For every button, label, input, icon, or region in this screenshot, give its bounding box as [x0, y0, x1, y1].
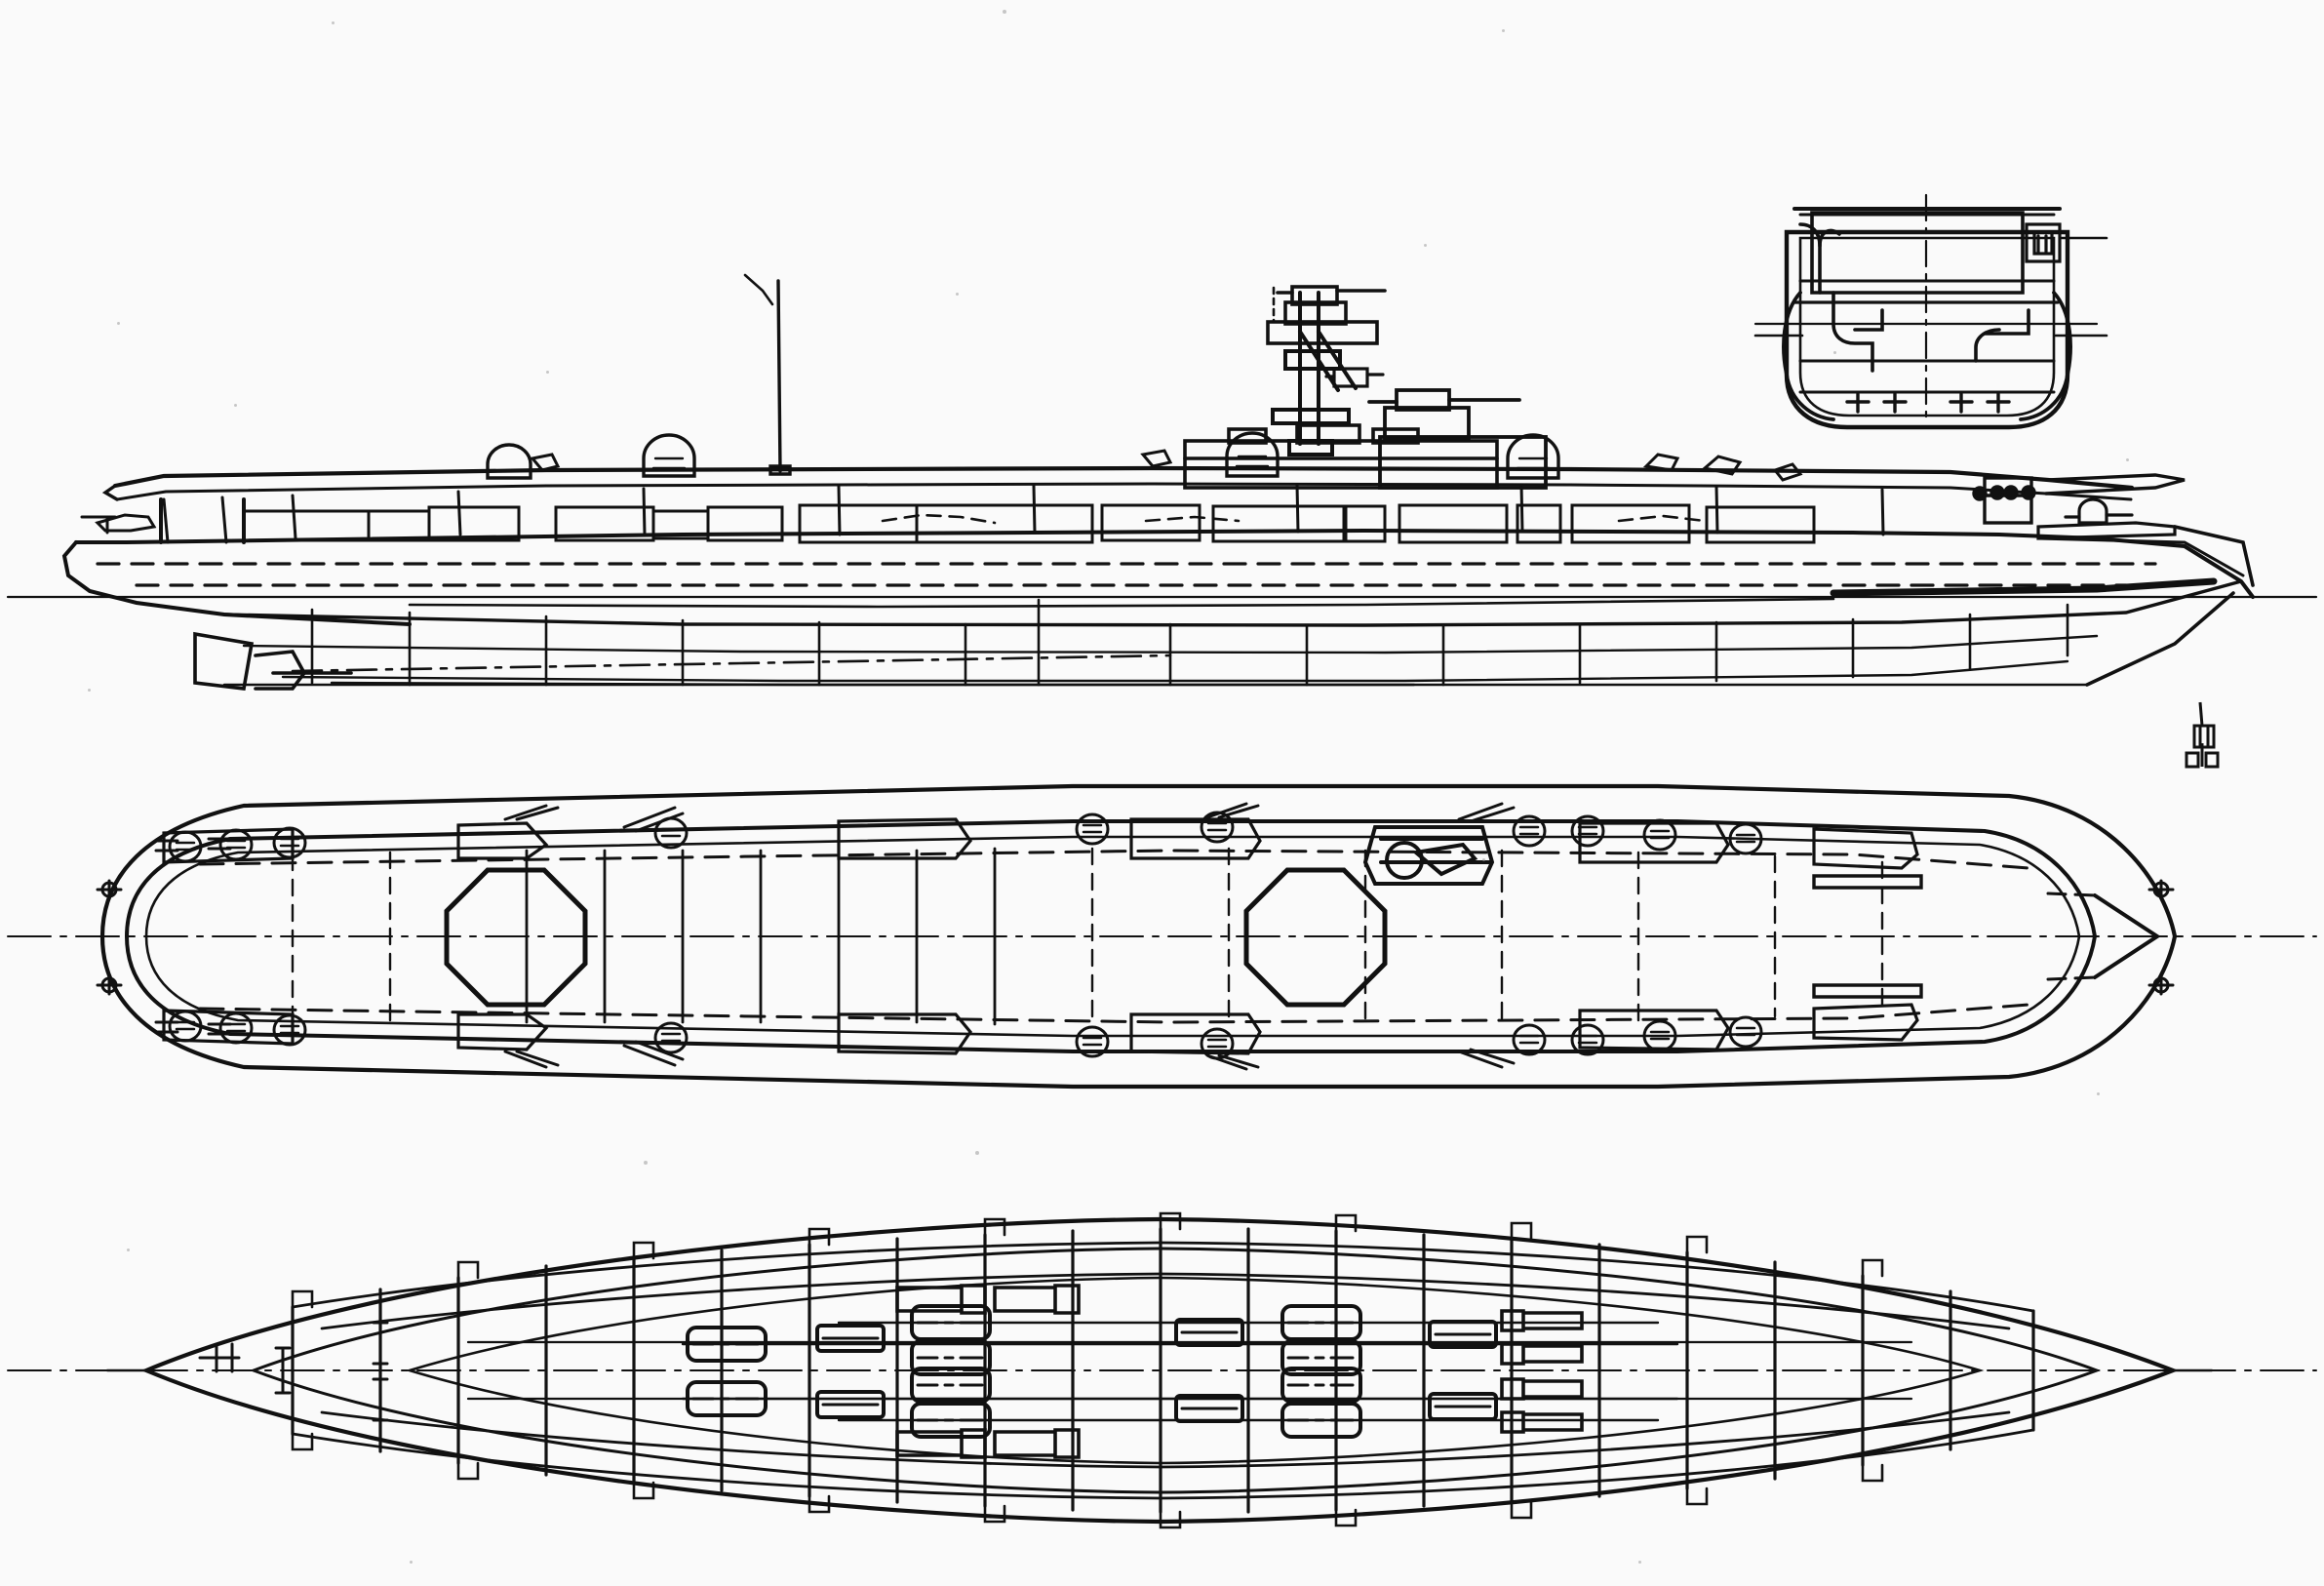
- scan-speckle: [88, 689, 91, 692]
- radio-mast: [768, 279, 792, 476]
- hull-bottom-line: [222, 579, 2243, 627]
- stern-deckhouse: [159, 497, 246, 544]
- flight-deck-lower: [115, 482, 2133, 501]
- lower-hull-inner-1: [249, 1247, 2102, 1494]
- arrester-wires: [525, 847, 997, 1026]
- section-sponson-detail: [2025, 222, 2062, 263]
- funnel-casing: [1367, 388, 1548, 490]
- bow-bulwark: [2036, 536, 2245, 577]
- longitudinal-bulkheads: [291, 1241, 2035, 1500]
- deck-edge-tubs: [486, 431, 1560, 480]
- scan-speckle: [956, 293, 959, 296]
- boot-topping: [1830, 577, 2218, 597]
- stern-boat-crane: [95, 513, 157, 533]
- scan-speckle: [410, 1561, 413, 1564]
- section-uptakes: [1798, 222, 2030, 373]
- underwater-station-lines: [310, 598, 2069, 687]
- hull-stern-curve: [61, 540, 412, 626]
- propeller-shaft-line: [291, 654, 1172, 673]
- section-leader-lines: [1753, 236, 2108, 337]
- flight-deck-outline-plan: [124, 819, 2098, 1053]
- scan-speckle: [1638, 1561, 1641, 1564]
- plan-bow-point: [2093, 893, 2161, 979]
- section-bulge-port: [1782, 291, 1835, 421]
- view-flight-deck-plan: [7, 783, 2317, 1090]
- boot-topping-aft: [408, 597, 1835, 609]
- island-plan: [1362, 825, 1495, 886]
- tub-detail-lines: [651, 455, 1551, 470]
- section-outer-hull: [1784, 229, 2070, 430]
- bow-gun-platform: [2036, 497, 2177, 540]
- scan-speckle: [2126, 458, 2129, 461]
- flight-deck-aft-end: [101, 484, 119, 501]
- hull-forefoot: [2085, 591, 2235, 687]
- scan-speckle: [1502, 29, 1505, 32]
- hangar-outline-dashed: [198, 849, 2030, 1024]
- drawing-metadata: aircraft-carrier-general-arrangement sta…: [0, 0, 1, 1]
- view-profile: [6, 273, 2318, 691]
- plan-bow-recess: [2046, 892, 2097, 981]
- scan-speckle: [117, 322, 120, 325]
- bow-details: [1972, 476, 2036, 525]
- scan-speckle: [644, 1161, 648, 1165]
- scan-speckle: [332, 21, 335, 24]
- hull-side-shell: [74, 528, 2255, 599]
- auxiliary-machinery: [895, 1284, 1081, 1459]
- stern-deck-fairings: [622, 806, 685, 1067]
- scan-speckle: [127, 1249, 130, 1251]
- port-gun-barrels: [154, 1020, 1516, 1071]
- forward-elevator: [444, 867, 588, 1008]
- hangar-compartments: [242, 503, 1816, 544]
- scan-speckle: [234, 404, 237, 407]
- section-bulge-starboard: [2019, 291, 2072, 421]
- scan-speckle: [975, 1151, 979, 1155]
- flight-deck-forward-overhang: [2044, 473, 2186, 496]
- view-machinery-plan: [7, 1211, 2317, 1529]
- rudder-and-shafts: [193, 631, 353, 691]
- scale-stamp-mark: [2185, 701, 2220, 769]
- stern-crane-arm: [80, 515, 117, 535]
- after-elevator: [1243, 867, 1388, 1008]
- section-frame-crosses: [1845, 392, 2011, 414]
- deck-runways: [1812, 874, 1923, 999]
- antenna-wire: [743, 273, 774, 306]
- flight-deck-aa-guns: [530, 449, 1803, 482]
- island-superstructure: [1183, 423, 1499, 490]
- scan-speckle: [1003, 10, 1006, 14]
- island-director: [1324, 367, 1385, 388]
- shell-compartment-ticks: [291, 1211, 1884, 1529]
- machinery-axis-lines: [681, 1321, 1679, 1422]
- section-hangar-box: [1810, 211, 2025, 295]
- view-midship-section: [1753, 193, 2108, 430]
- scan-speckle: [546, 371, 549, 374]
- scan-speckle: [1833, 351, 1836, 354]
- mast-rangefinder-platform: [1266, 285, 1387, 345]
- scan-speckle: [2097, 1092, 2100, 1095]
- scan-speckle: [1424, 244, 1427, 247]
- drawing-subject: aircraft-carrier-general-arrangement: [0, 0, 1, 1]
- stern-dimension-marks: [198, 1321, 389, 1422]
- hull-outline-plan: [99, 783, 2178, 1090]
- starboard-gun-barrels: [154, 802, 1516, 852]
- bow-stem: [2173, 525, 2255, 587]
- scan-speckle: [1482, 858, 1485, 861]
- hangar-aircraft: [881, 513, 1707, 525]
- gallery-stanchions: [162, 483, 1885, 544]
- hangar-deck-dashed: [96, 562, 2157, 587]
- tripod-mast: [1271, 291, 1358, 456]
